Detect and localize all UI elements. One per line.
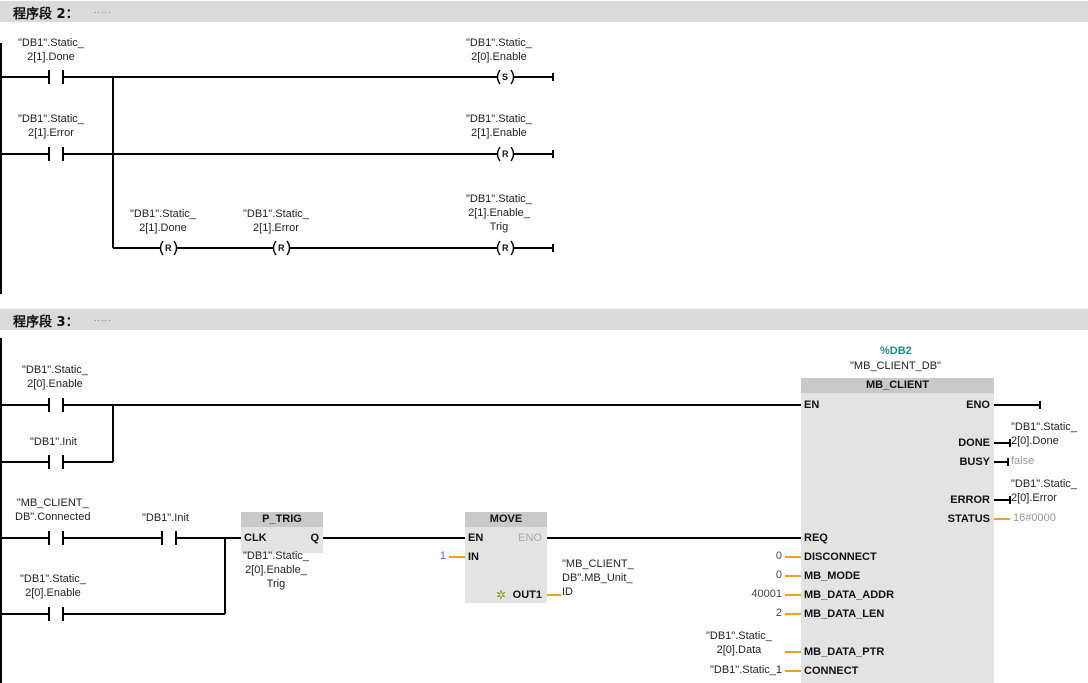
coil-reset-enable-label[interactable]: "DB1".Static_ 2[1].Enable: [466, 113, 532, 139]
mb-client-connect-pin: CONNECT: [804, 665, 859, 677]
move-in-pin: IN: [468, 551, 479, 563]
network-2-title: 程序段 2：: [13, 7, 79, 22]
network-2-comment[interactable]: .....: [94, 5, 112, 15]
contact-done-label[interactable]: "DB1".Static_ 2[1].Done: [18, 37, 84, 63]
done-value[interactable]: "DB1".Static_ 2[0].Done: [1011, 421, 1077, 447]
move-en-pin: EN: [468, 532, 484, 544]
mb-client-busy-pin: BUSY: [959, 456, 990, 468]
mb-client-mb-data-addr-pin: MB_DATA_ADDR: [804, 589, 895, 601]
mb-client-mb-data-len-pin: MB_DATA_LEN: [804, 608, 885, 620]
network-2-header[interactable]: 程序段 2： .....: [0, 1, 1088, 22]
mb-client-status-pin: STATUS: [947, 513, 990, 525]
p-trig-title: P_TRIG: [241, 512, 323, 527]
mb-mode-value[interactable]: 0: [775, 569, 782, 581]
move-out1-pin: OUT1: [512, 589, 542, 601]
mb-client-disconnect-pin: DISCONNECT: [804, 551, 877, 563]
coil-set-enable-label[interactable]: "DB1".Static_ 2[0].Enable: [466, 37, 532, 63]
network-3-comment[interactable]: .....: [94, 313, 112, 323]
status-value[interactable]: 16#0000: [1013, 512, 1056, 524]
reset-coil-letter[interactable]: R: [502, 149, 509, 159]
move-eno-pin: ENO: [518, 532, 542, 544]
mb-client-instance-name[interactable]: "MB_CLIENT_DB": [850, 360, 941, 372]
mb-client-en-pin: EN: [804, 399, 820, 411]
mb-client-error-pin: ERROR: [950, 494, 990, 506]
mb-data-len-value[interactable]: 2: [775, 607, 782, 619]
move-in-value[interactable]: 1: [439, 550, 446, 562]
network-3-header[interactable]: 程序段 3： .....: [0, 309, 1088, 330]
move-title: MOVE: [465, 512, 547, 527]
contact-error-label[interactable]: "DB1".Static_ 2[1].Error: [18, 113, 84, 139]
connect-value[interactable]: "DB1".Static_1: [709, 664, 782, 676]
mb-client-mb-mode-pin: MB_MODE: [804, 570, 861, 582]
mb-client-mb-data-ptr-pin: MB_DATA_PTR: [804, 646, 885, 658]
disconnect-value[interactable]: 0: [775, 550, 782, 562]
mb-client-db-number[interactable]: %DB2: [880, 345, 912, 357]
contact-enable-label[interactable]: "DB1".Static_ 2[0].Enable: [20, 573, 86, 599]
reset-coil-letter[interactable]: R: [165, 243, 172, 253]
mb-data-addr-value[interactable]: 40001: [751, 588, 782, 600]
contact-connected-label[interactable]: "MB_CLIENT_ DB".Connected: [15, 497, 91, 523]
p-trig-block[interactable]: P_TRIG CLK Q: [241, 512, 323, 553]
reset-coil-letter[interactable]: R: [278, 243, 285, 253]
mb-client-block[interactable]: MB_CLIENT EN REQ DISCONNECT MB_MODE MB_D…: [801, 378, 994, 683]
contact-init-label[interactable]: "DB1".Init: [30, 436, 77, 448]
busy-value[interactable]: false: [1011, 455, 1035, 467]
contact-enable-label[interactable]: "DB1".Static_ 2[0].Enable: [22, 364, 88, 390]
asterisk-icon[interactable]: ✲: [496, 588, 507, 602]
p-trig-q-pin: Q: [310, 532, 319, 544]
contact-init-label[interactable]: "DB1".Init: [142, 512, 189, 524]
mb-client-eno-pin: ENO: [966, 399, 990, 411]
coil-reset-enable-trig-label[interactable]: "DB1".Static_ 2[1].Enable_ Trig: [466, 193, 532, 233]
error-value[interactable]: "DB1".Static_ 2[0].Error: [1011, 478, 1077, 504]
p-trig-memory-label[interactable]: "DB1".Static_ 2[0].Enable_ Trig: [243, 550, 309, 590]
network-3-title: 程序段 3：: [13, 315, 79, 330]
move-block[interactable]: MOVE EN ENO IN OUT1 ✲: [465, 512, 547, 603]
mb-client-req-pin: REQ: [804, 532, 828, 544]
mb-client-done-pin: DONE: [958, 437, 990, 449]
mb-data-ptr-value[interactable]: "DB1".Static_ 2[0].Data: [706, 630, 772, 656]
set-coil-letter[interactable]: S: [502, 72, 509, 82]
p-trig-clk-pin: CLK: [244, 532, 267, 544]
coil-reset-error-label[interactable]: "DB1".Static_ 2[1].Error: [243, 208, 309, 234]
coil-reset-done-label[interactable]: "DB1".Static_ 2[1].Done: [130, 208, 196, 234]
move-out1-label[interactable]: "MB_CLIENT_ DB".MB_Unit_ ID: [562, 558, 634, 598]
reset-coil-letter[interactable]: R: [502, 243, 509, 253]
mb-client-title: MB_CLIENT: [801, 378, 994, 393]
